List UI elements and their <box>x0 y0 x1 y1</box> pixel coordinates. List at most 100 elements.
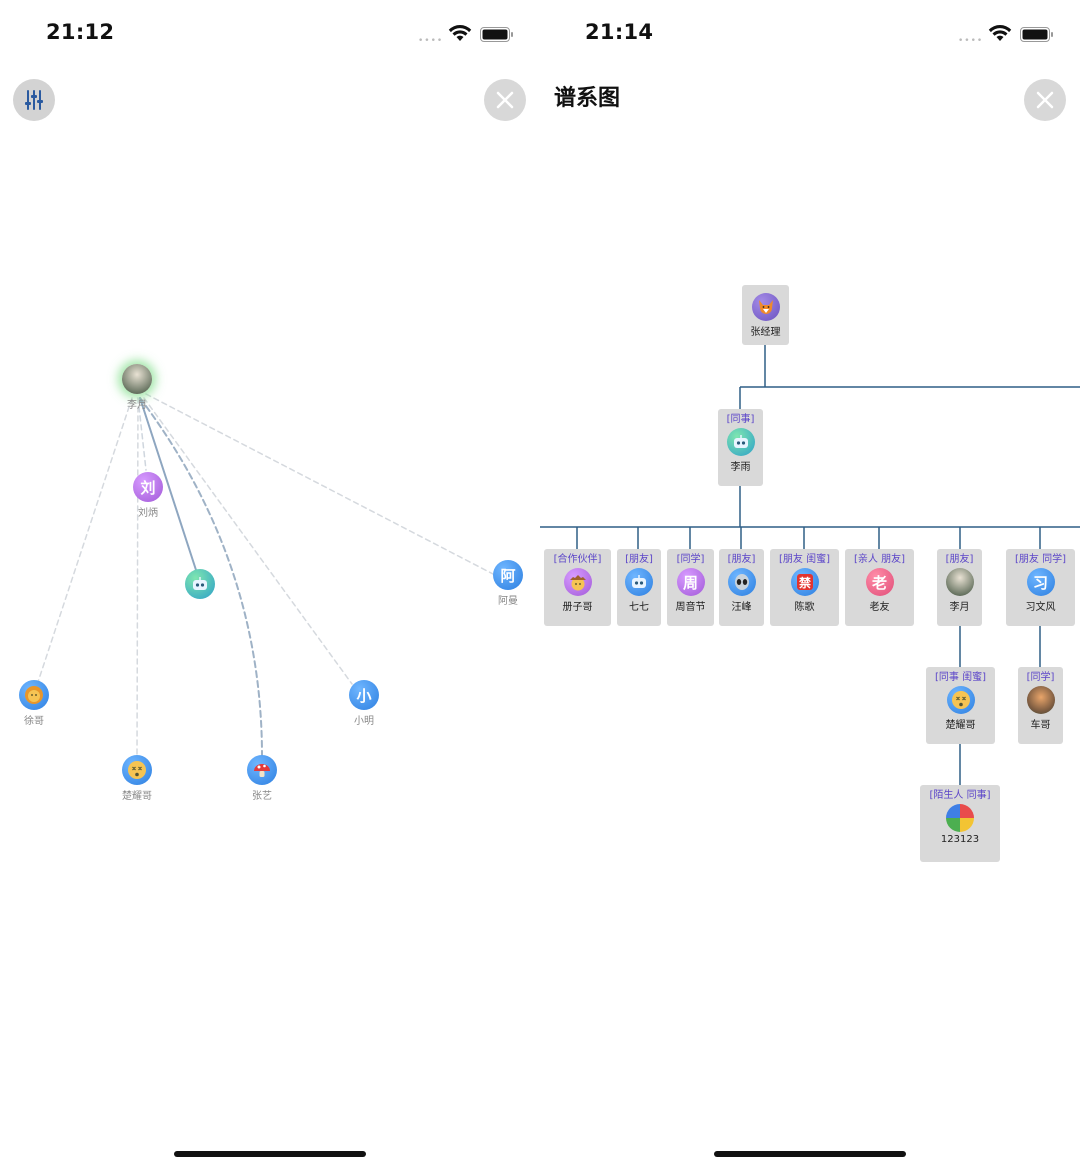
tree-connectors <box>540 345 1080 785</box>
tree-card-child[interactable]: [朋友 闺蜜] 禁 陈歌 <box>770 549 839 626</box>
card-name: 周音节 <box>675 602 706 613</box>
graph-node-center[interactable]: 李月 <box>114 364 160 411</box>
dizzy-face-emoji-icon <box>122 755 152 785</box>
node-label: 阿曼 <box>498 596 518 607</box>
network-graph-screen: 21:12 •••• <box>12 20 530 1157</box>
page-title: 谱系图 <box>554 86 621 111</box>
battery-icon <box>1020 27 1053 42</box>
card-name: 陈歌 <box>794 602 815 613</box>
card-relation: [同学] <box>676 554 705 565</box>
tree-card-grandchild[interactable]: [同事 闺蜜] 楚耀哥 <box>926 667 995 744</box>
home-indicator[interactable] <box>714 1151 906 1157</box>
node-avatar: 刘 <box>133 472 163 502</box>
tree-card-child[interactable]: [同学] 周 周音节 <box>667 549 714 626</box>
tree-card-grandchild[interactable]: [同学] 车哥 <box>1018 667 1063 744</box>
tree-card-child[interactable]: [朋友] 汪峰 <box>719 549 764 626</box>
status-time: 21:12 <box>46 20 115 44</box>
dizzy-face-emoji-icon <box>946 686 975 714</box>
card-relation: [同学] <box>1026 672 1055 683</box>
card-name: 张经理 <box>750 327 781 338</box>
tree-card-child[interactable]: [合作伙伴] 册子哥 <box>544 549 611 626</box>
card-name: 老友 <box>869 602 890 613</box>
close-button[interactable] <box>484 79 526 121</box>
card-avatar: 习 <box>1026 568 1055 596</box>
person-photo-avatar <box>945 568 974 596</box>
node-avatar: 小 <box>349 680 379 710</box>
card-name: 册子哥 <box>562 602 593 613</box>
graph-node-liubing[interactable]: 刘 刘炳 <box>126 472 170 519</box>
card-relation: [朋友 闺蜜] <box>779 554 830 565</box>
close-button[interactable] <box>1024 79 1066 121</box>
tree-card-great-grandchild[interactable]: [陌生人 同事] 123123 <box>920 785 1000 862</box>
status-time: 21:14 <box>585 20 654 44</box>
card-name: 车哥 <box>1030 720 1051 731</box>
prohibited-emoji-icon: 禁 <box>790 568 819 596</box>
card-name: 七七 <box>629 602 649 613</box>
home-indicator[interactable] <box>174 1151 366 1157</box>
card-relation: [合作伙伴] <box>553 554 602 565</box>
signal-icon: •••• <box>418 36 444 46</box>
edge-xuge <box>37 397 133 683</box>
tree-card-child[interactable]: [朋友] 七七 <box>617 549 661 626</box>
card-relation: [同事] <box>726 414 755 425</box>
graph-node-robot[interactable] <box>178 569 222 601</box>
graph-edges <box>37 393 494 757</box>
signal-icon: •••• <box>958 36 984 46</box>
node-avatar: 阿 <box>493 560 523 590</box>
wifi-icon <box>448 25 472 41</box>
close-icon <box>1036 91 1054 109</box>
card-name: 习文风 <box>1025 602 1056 613</box>
robot-icon <box>185 569 215 599</box>
svg-text:禁: 禁 <box>798 575 810 590</box>
card-relation: [亲人 朋友] <box>854 554 905 565</box>
edge-chuyaoge <box>136 397 139 757</box>
graph-node-zhangyi[interactable]: 张艺 <box>240 755 284 802</box>
node-label: 李月 <box>127 400 147 411</box>
wifi-icon <box>988 25 1012 41</box>
close-icon <box>496 91 514 109</box>
edge-liubing <box>137 397 147 471</box>
edge-xiaoming <box>143 397 353 685</box>
apps-photo-avatar <box>946 804 974 832</box>
card-name: 楚耀哥 <box>945 720 976 731</box>
tree-card-level1[interactable]: [同事] 李雨 <box>718 409 763 486</box>
graph-node-xiaoming[interactable]: 小 小明 <box>342 680 386 727</box>
card-relation: [朋友 同学] <box>1015 554 1066 565</box>
tree-card-child[interactable]: [朋友] 李月 <box>937 549 982 626</box>
tree-card-child[interactable]: [朋友 同学] 习 习文风 <box>1006 549 1075 626</box>
mushroom-emoji-icon <box>247 755 277 785</box>
card-avatar: 老 <box>865 568 894 596</box>
robot-icon <box>726 428 755 456</box>
card-relation: [朋友] <box>945 554 974 565</box>
sliders-icon <box>25 90 43 110</box>
card-relation: [朋友] <box>625 554 653 565</box>
card-relation: [陌生人 同事] <box>929 790 991 801</box>
cowboy-emoji-icon <box>563 568 592 596</box>
tree-card-child[interactable]: [亲人 朋友] 老 老友 <box>845 549 914 626</box>
card-name: 123123 <box>940 834 980 845</box>
node-label: 刘炳 <box>138 508 158 519</box>
node-label: 楚耀哥 <box>122 791 152 802</box>
card-relation: [同事 闺蜜] <box>935 672 986 683</box>
robot-icon <box>625 568 653 596</box>
graph-node-aman[interactable]: 阿 阿曼 <box>486 560 530 607</box>
node-label: 张艺 <box>252 791 272 802</box>
alien-emoji-icon <box>727 568 756 596</box>
lion-emoji-icon <box>19 680 49 710</box>
person-photo-avatar <box>1026 686 1055 714</box>
edge-aman <box>145 393 494 575</box>
card-avatar: 周 <box>676 568 705 596</box>
node-label: 徐哥 <box>24 716 44 727</box>
card-name: 汪峰 <box>731 602 752 613</box>
battery-icon <box>480 27 513 42</box>
graph-node-chuyaoge[interactable]: 楚耀哥 <box>115 755 159 802</box>
lineage-tree-screen: 21:14 •••• 谱系图 <box>540 0 1080 1169</box>
fox-emoji-icon <box>751 293 780 321</box>
node-label: 小明 <box>354 716 374 727</box>
tree-card-root[interactable]: 张经理 <box>742 285 789 345</box>
filter-settings-button[interactable] <box>13 79 55 121</box>
person-photo-avatar <box>122 364 152 394</box>
graph-node-xuge[interactable]: 徐哥 <box>12 680 56 727</box>
edge-zhangyi <box>139 397 263 757</box>
card-name: 李月 <box>949 602 970 613</box>
